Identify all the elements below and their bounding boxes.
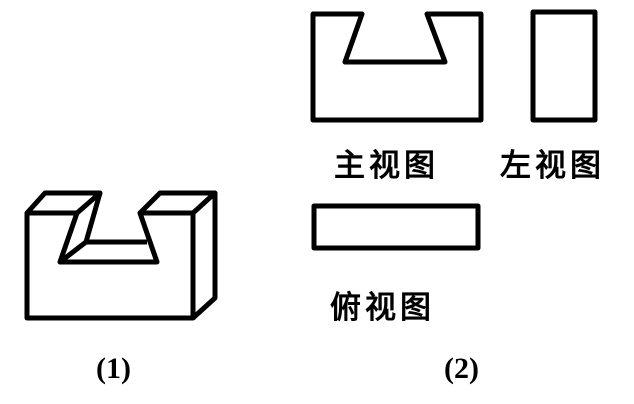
top-view-label: 俯视图 — [330, 290, 435, 326]
top-view-shape — [311, 203, 481, 251]
left-block-top — [25, 190, 103, 215]
right-block-top — [138, 190, 218, 215]
figure-1-caption: (1) — [96, 352, 131, 385]
isometric-solid — [24, 190, 218, 321]
left-view-shape — [530, 9, 598, 123]
left-view-label: 左视图 — [500, 148, 605, 184]
front-view-shape — [310, 11, 484, 123]
figure-2-caption: (2) — [444, 352, 479, 385]
right-face — [191, 193, 218, 320]
front-view-label: 主视图 — [334, 148, 439, 184]
front-face — [24, 210, 196, 321]
